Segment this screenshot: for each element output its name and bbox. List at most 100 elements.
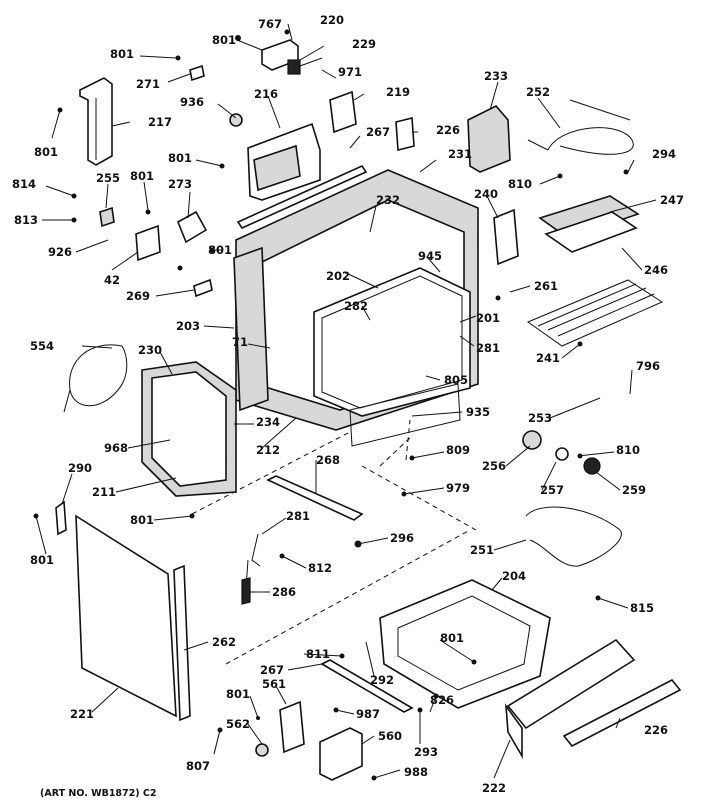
part-255-receptacle: [99, 206, 115, 228]
part-269-clip: [193, 278, 213, 298]
label-926: 926: [48, 245, 72, 259]
part-217-side-rail: [79, 77, 113, 166]
label-203: 203: [176, 319, 200, 333]
label-801-j: 801: [226, 687, 250, 701]
part-42-bracket: [135, 224, 161, 262]
part-251-heat-shield: [525, 506, 622, 567]
part-256-switch: [522, 430, 601, 475]
label-292: 292: [370, 673, 394, 687]
label-811: 811: [306, 647, 330, 661]
label-290: 290: [68, 461, 92, 475]
label-273: 273: [168, 177, 192, 191]
label-562: 562: [226, 717, 250, 731]
label-246: 246: [644, 263, 668, 277]
part-936-grommet: [229, 113, 243, 127]
label-229: 229: [352, 37, 376, 51]
label-268: 268: [316, 453, 340, 467]
label-801-i: 801: [440, 631, 464, 645]
label-286: 286: [272, 585, 296, 599]
part-561-plate: [279, 700, 305, 754]
part-241-oven-rack: [526, 279, 664, 347]
label-219: 219: [386, 85, 410, 99]
label-271: 271: [136, 77, 160, 91]
label-217: 217: [148, 115, 172, 129]
label-256: 256: [482, 459, 506, 473]
part-247-broiler-pan: [538, 195, 640, 253]
label-230: 230: [138, 343, 162, 357]
part-273-bracket: [176, 210, 208, 244]
label-257: 257: [540, 483, 564, 497]
label-201: 201: [476, 311, 500, 325]
part-262-trim: [173, 564, 191, 722]
part-240-bracket: [493, 208, 519, 266]
label-801-b: 801: [110, 47, 134, 61]
label-253: 253: [528, 411, 552, 425]
label-801-f: 801: [208, 243, 232, 257]
part-labels: 801 767 220 229 971 801 271 936 219 216 …: [12, 13, 684, 795]
part-201-oven-liner: [313, 267, 471, 417]
leader-lines: [35, 23, 657, 779]
label-987: 987: [356, 707, 380, 721]
label-560: 560: [378, 729, 402, 743]
label-971: 971: [338, 65, 362, 79]
label-815: 815: [630, 601, 654, 615]
label-261: 261: [534, 279, 558, 293]
label-222: 222: [482, 781, 506, 795]
part-229-spring: [287, 57, 323, 75]
label-252: 252: [526, 85, 550, 99]
part-216-vent-panel: [247, 122, 321, 201]
part-222-drawer-front: [504, 638, 636, 759]
label-813: 813: [14, 213, 38, 227]
label-810-b: 810: [616, 443, 640, 457]
label-979: 979: [446, 481, 470, 495]
part-203-side-wrap: [233, 246, 269, 412]
label-220: 220: [320, 13, 344, 27]
label-204: 204: [502, 569, 526, 583]
label-945: 945: [418, 249, 442, 263]
part-935-front-frame: [349, 383, 461, 447]
label-812: 812: [308, 561, 332, 575]
label-71: 71: [232, 335, 248, 349]
label-232: 232: [376, 193, 400, 207]
label-269: 269: [126, 289, 150, 303]
label-814: 814: [12, 177, 36, 191]
part-226-kickplate: [562, 678, 682, 748]
part-230-side-panel: [141, 361, 237, 497]
part-271-clip: [189, 64, 205, 82]
label-801-g: 801: [130, 513, 154, 527]
part-554-power-cord: [63, 344, 128, 413]
part-226-plate: [395, 116, 415, 152]
part-252-bake-element: [527, 99, 634, 155]
label-805: 805: [444, 373, 468, 387]
label-282: 282: [344, 299, 368, 313]
label-988: 988: [404, 765, 428, 779]
label-211: 211: [92, 485, 116, 499]
label-42: 42: [104, 273, 120, 287]
part-267-trim-strip: [236, 164, 368, 230]
label-259: 259: [622, 483, 646, 497]
art-number-caption: (ART NO. WB1872) C2: [40, 788, 157, 799]
label-801-c: 801: [34, 145, 58, 159]
label-294: 294: [652, 147, 676, 161]
label-226: 226: [436, 123, 460, 137]
label-234: 234: [256, 415, 280, 429]
part-204-storage-drawer: [379, 579, 551, 709]
label-936: 936: [180, 95, 204, 109]
label-216: 216: [254, 87, 278, 101]
label-807: 807: [186, 759, 210, 773]
label-267-b: 267: [260, 663, 284, 677]
screws: [33, 55, 629, 781]
label-767: 767: [258, 17, 282, 31]
label-233: 233: [484, 69, 508, 83]
assembly-lines: [191, 419, 477, 665]
part-281-hinge: [241, 533, 261, 605]
label-251: 251: [470, 543, 494, 557]
label-809: 809: [446, 443, 470, 457]
part-219-bracket: [329, 90, 357, 134]
label-247: 247: [660, 193, 684, 207]
part-562-bushing: [255, 743, 269, 757]
label-255: 255: [96, 171, 120, 185]
label-267: 267: [366, 125, 390, 139]
